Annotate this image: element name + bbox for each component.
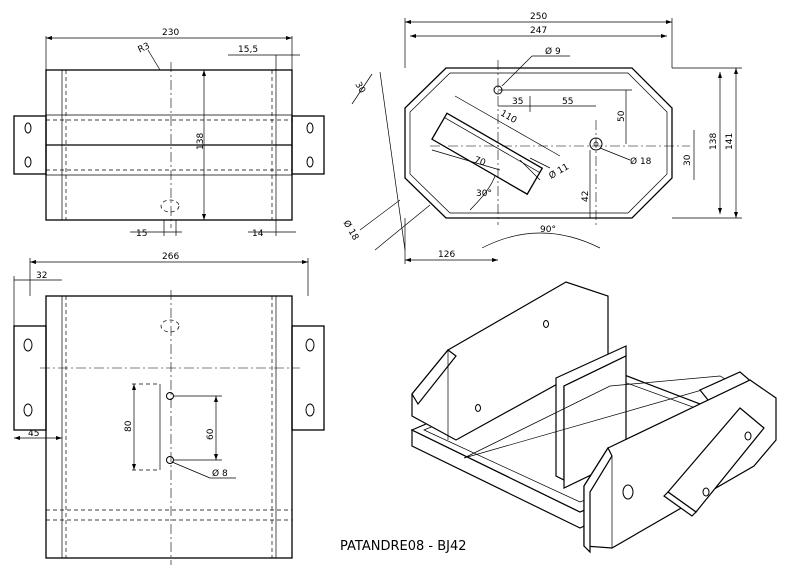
tab-hole	[306, 122, 314, 134]
dim-138-side: 138	[709, 133, 719, 150]
drawing-title: PATANDRE08 - BJ42	[340, 539, 467, 554]
dim-266: 266	[162, 252, 179, 262]
side-view: 250 247 30 110 70 Ø 9 35 55 50 Ø 11 Ø 18	[341, 12, 742, 264]
back-plate	[411, 281, 609, 441]
dim-250: 250	[530, 12, 547, 22]
left-tab	[13, 115, 47, 175]
tab-hole	[24, 156, 32, 168]
dim-dia-9: Ø 9	[545, 46, 561, 57]
hole-18	[589, 137, 603, 151]
tab-hole	[306, 156, 314, 168]
dim-14: 14	[252, 229, 264, 239]
dim-70: 70	[473, 155, 487, 168]
hole-8	[166, 456, 174, 464]
top-view: 230 R3 15,5 138 15 14	[13, 28, 325, 239]
tab-hole	[305, 403, 315, 417]
dim-dia-11: Ø 11	[547, 161, 571, 181]
octagon-plate	[404, 67, 673, 219]
dim-30-vert: 30	[683, 154, 693, 166]
dim-126: 126	[438, 250, 455, 260]
tab-hole	[23, 403, 33, 417]
dim-60: 60	[206, 428, 216, 440]
dim-42: 42	[581, 191, 591, 202]
right-tab	[291, 115, 325, 175]
isometric-view	[410, 281, 777, 554]
dim-r3: R3	[137, 41, 152, 55]
dim-80: 80	[124, 420, 134, 432]
dim-dia-18: Ø 18	[630, 156, 652, 167]
front-hole	[622, 484, 634, 500]
dim-32: 32	[36, 271, 47, 281]
hole-8	[166, 392, 174, 400]
dim-angle-90: 90°	[540, 225, 556, 235]
left-tab-bottom	[13, 325, 47, 431]
dim-35: 35	[512, 97, 523, 107]
dim-141: 141	[725, 133, 735, 150]
tab-hole	[305, 338, 315, 352]
dim-dia-8: Ø 8	[212, 468, 228, 479]
dim-55: 55	[562, 97, 573, 107]
tab-hole	[23, 338, 33, 352]
dim-15-5: 15,5	[238, 45, 258, 55]
dim-110: 110	[498, 109, 518, 126]
bottom-view: 266 32 80 60 Ø 8 45	[13, 252, 325, 565]
right-tab-bottom	[291, 325, 325, 431]
dim-45: 45	[28, 429, 39, 439]
dim-230: 230	[162, 28, 179, 38]
dim-angle-30: 30°	[476, 189, 492, 199]
angled-slot	[431, 112, 544, 196]
dim-15: 15	[136, 229, 147, 239]
dim-dia-18-left: Ø 18	[341, 218, 361, 242]
dim-50: 50	[617, 110, 627, 122]
dim-138: 138	[196, 133, 206, 150]
dim-30-angled: 30	[352, 80, 367, 95]
tab-hole	[24, 122, 32, 134]
bottom-view-body	[45, 295, 293, 559]
dim-247: 247	[530, 26, 547, 36]
